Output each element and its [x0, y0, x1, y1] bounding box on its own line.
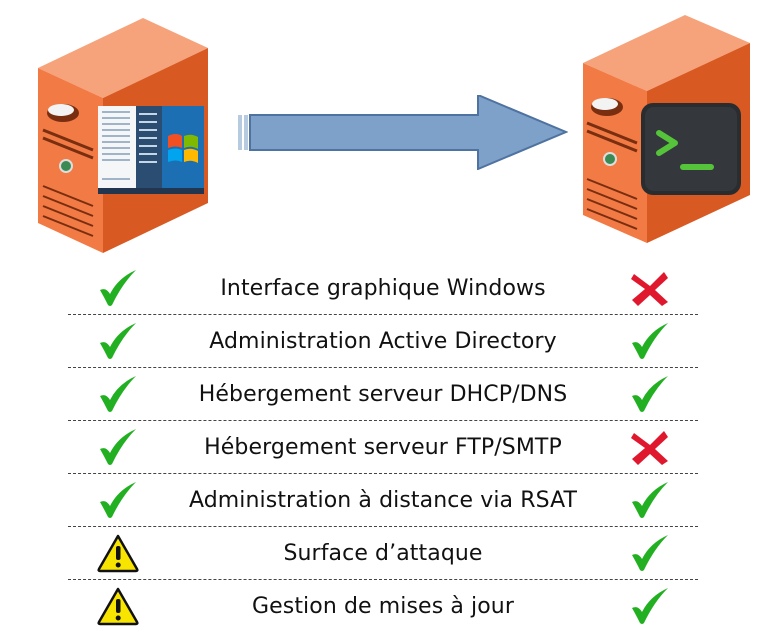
cross-icon — [628, 268, 672, 308]
feature-label: Administration Active Directory — [209, 328, 557, 354]
check-icon — [96, 427, 140, 467]
cross-icon — [628, 427, 672, 467]
table-row: Interface graphique Windows — [68, 262, 698, 314]
windows-start-menu-icon — [98, 106, 204, 194]
check-icon — [628, 374, 672, 414]
arrow-right-icon — [238, 95, 568, 170]
table-row: Hébergement serveur DHCP/DNS — [68, 367, 698, 420]
table-row: Surface d’attaque — [68, 526, 698, 579]
check-icon — [96, 321, 140, 361]
server-tower-icon — [38, 18, 208, 253]
terminal-icon — [641, 103, 741, 195]
server-tower-icon — [583, 15, 750, 243]
migration-arrow — [238, 95, 568, 170]
check-icon — [96, 480, 140, 520]
feature-label: Surface d’attaque — [283, 540, 483, 566]
check-icon — [628, 321, 672, 361]
check-icon — [96, 268, 140, 308]
feature-label: Interface graphique Windows — [220, 275, 546, 301]
feature-label: Hébergement serveur DHCP/DNS — [198, 381, 568, 407]
feature-label: Hébergement serveur FTP/SMTP — [204, 434, 562, 460]
server-with-gui — [28, 18, 218, 253]
warning-icon — [96, 533, 140, 573]
comparison-table: Interface graphique Windows Administrati… — [68, 262, 698, 632]
check-icon — [628, 480, 672, 520]
server-core — [575, 15, 755, 243]
feature-label: Administration à distance via RSAT — [188, 487, 578, 513]
table-row: Administration Active Directory — [68, 314, 698, 367]
feature-label: Gestion de mises à jour — [251, 593, 514, 619]
table-row: Administration à distance via RSAT — [68, 473, 698, 526]
check-icon — [628, 586, 672, 626]
check-icon — [96, 374, 140, 414]
check-icon — [628, 533, 672, 573]
warning-icon — [96, 586, 140, 626]
table-row: Gestion de mises à jour — [68, 579, 698, 632]
table-row: Hébergement serveur FTP/SMTP — [68, 420, 698, 473]
